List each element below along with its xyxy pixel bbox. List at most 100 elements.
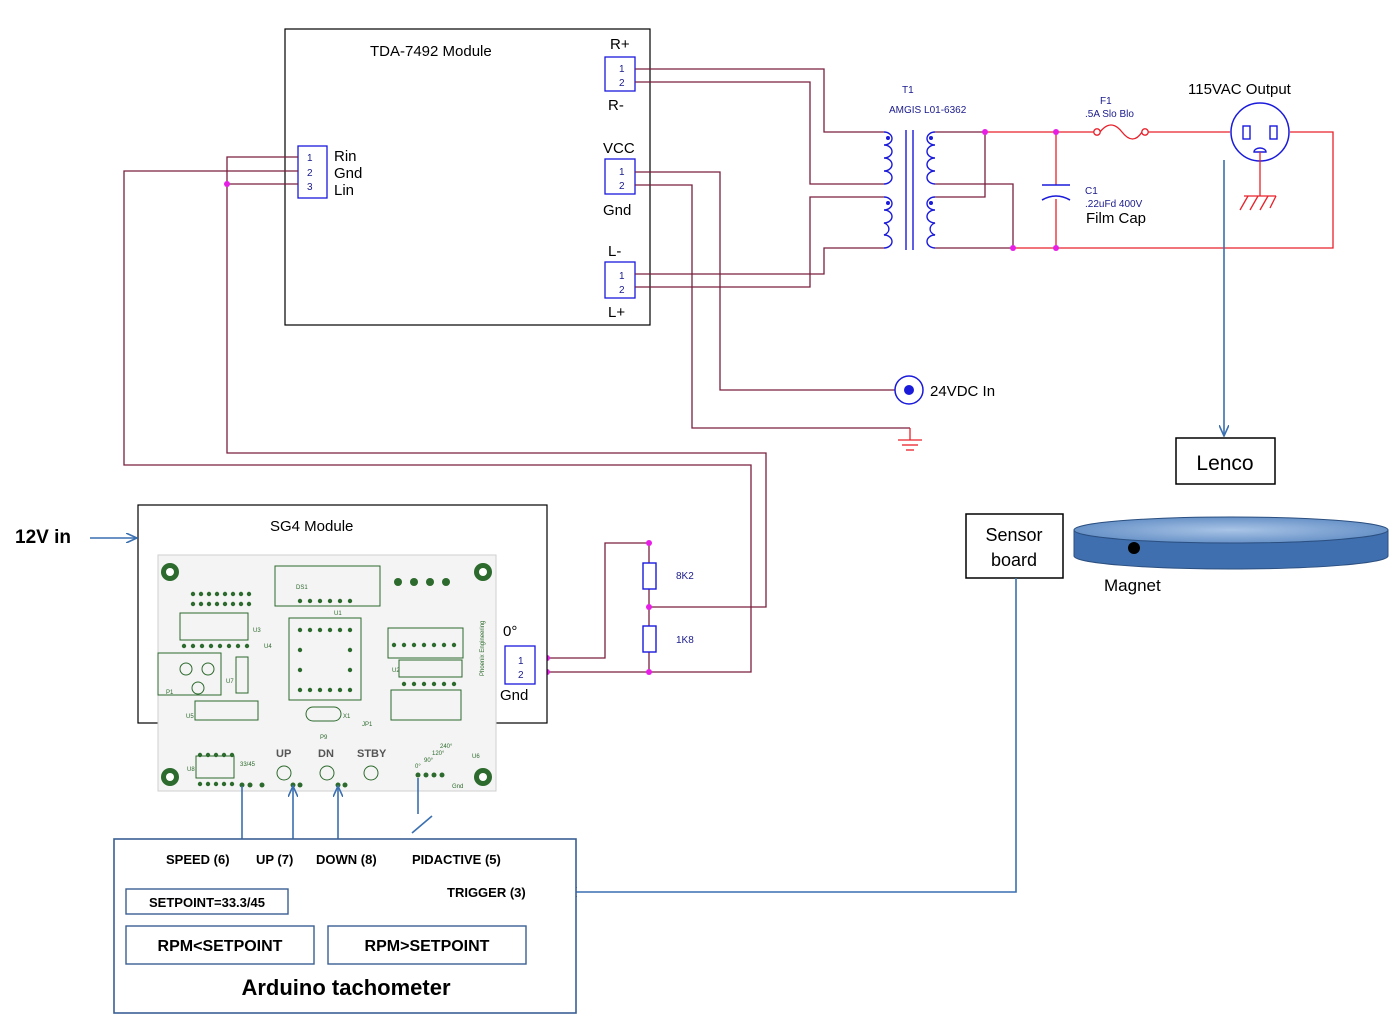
- label-rin: Rin: [334, 148, 357, 165]
- arduino-title: Arduino tachometer: [241, 975, 450, 1000]
- ground-icon: [1239, 152, 1277, 211]
- pin-1: 1: [619, 64, 625, 75]
- setpoint-label: SETPOINT=33.3/45: [149, 895, 265, 910]
- lenco-label: Lenco: [1196, 452, 1253, 475]
- dc-jack: 24VDC In: [894, 375, 995, 405]
- pcb-u1: U1: [334, 611, 342, 617]
- pcb-jp1: JP1: [362, 722, 373, 728]
- label-l-plus: L+: [608, 304, 625, 321]
- pin-1: 1: [619, 271, 625, 282]
- fuse-ref: F1: [1100, 96, 1112, 107]
- label-gnd-in: Gnd: [334, 165, 362, 182]
- transformer-coils: [883, 130, 936, 250]
- pcb-gnd: Gnd: [452, 784, 463, 790]
- pcb-dn-button-label: DN: [318, 748, 334, 760]
- pcb-u2: U2: [392, 668, 400, 674]
- pcb-pads: [181, 578, 457, 788]
- r-output-connector: 1 2: [604, 56, 636, 92]
- sg4-conn-label-top: 0°: [503, 623, 517, 640]
- pin-2: 2: [619, 181, 625, 192]
- transformer-part: AMGIS L01-6362: [889, 105, 967, 116]
- pcb-p1: P1: [166, 690, 174, 696]
- pcb-p9: P9: [320, 735, 328, 741]
- pcb-u6: U6: [472, 754, 480, 760]
- sensor-board-line1: Sensor: [985, 525, 1042, 545]
- transformer-ref: T1: [902, 85, 914, 96]
- resistor-8k2: 8K2: [642, 562, 694, 590]
- pin-1: 1: [619, 167, 625, 178]
- signal-trigger: TRIGGER (3): [447, 885, 526, 900]
- pcb-u4: U4: [264, 644, 272, 650]
- label-l-minus: L-: [608, 243, 621, 260]
- pin-2: 2: [307, 168, 313, 179]
- label-r-plus: R+: [610, 36, 630, 53]
- power-connector: 1 2: [604, 158, 636, 195]
- pcb-ds1: DS1: [296, 585, 308, 591]
- magnet-label: Magnet: [1104, 576, 1161, 595]
- pin-3: 3: [307, 182, 313, 193]
- transformer-t1: T1 AMGIS L01-6362: [883, 85, 967, 250]
- signal-pidactive: PIDACTIVE (5): [412, 852, 501, 867]
- sg4-output-connector: 1 2: [504, 645, 536, 685]
- pcb-u8: U8: [187, 767, 195, 773]
- supply-label: 12V in: [15, 527, 71, 548]
- pin-1: 1: [518, 656, 524, 667]
- rpm-low-label: RPM<SETPOINT: [158, 938, 283, 955]
- lenco-box: Lenco: [1175, 437, 1276, 485]
- fuse-f1: F1 .5A Slo Blo: [1085, 96, 1149, 140]
- pcb-x1: X1: [343, 714, 351, 720]
- dc-input-label: 24VDC In: [930, 383, 995, 400]
- signal-wires: [123, 68, 1014, 673]
- magnet-dot-icon: [1128, 542, 1140, 554]
- fuse-value: .5A Slo Blo: [1085, 109, 1134, 120]
- tda-module-title: TDA-7492 Module: [370, 43, 492, 60]
- turntable-platter: [1073, 516, 1389, 570]
- label-vcc: VCC: [603, 140, 635, 157]
- ground-symbol-icon: [898, 428, 922, 451]
- sg4-pcb-board: DS1 U1 U2 U3 U4 U5 U6 U7 U8 P1 P9 X1 JP1…: [157, 554, 497, 792]
- tda-module: TDA-7492 Module 1 2 3 Rin Gnd Lin R+ 1 2…: [284, 28, 651, 326]
- rpm-low-box: RPM<SETPOINT: [125, 925, 315, 965]
- rpm-high-box: RPM>SETPOINT: [327, 925, 527, 965]
- label-gnd-power: Gnd: [603, 202, 631, 219]
- signal-down: DOWN (8): [316, 852, 377, 867]
- capacitor-name: Film Cap: [1086, 210, 1146, 227]
- pcb-up-button-label: UP: [276, 748, 291, 760]
- resistor-8k2-label: 8K2: [676, 571, 694, 582]
- pin-2: 2: [518, 670, 524, 681]
- pcb-phase-240: 240°: [440, 744, 453, 750]
- arduino-tachometer: SPEED (6) UP (7) DOWN (8) PIDACTIVE (5) …: [113, 838, 577, 1014]
- capacitor-c1: C1 .22uFd 400V Film Cap: [1041, 184, 1146, 227]
- ac-outlet: 115VAC Output: [1188, 81, 1292, 211]
- sg4-module: SG4 Module 12V in 0° 1 2 Gnd 8K2 1K8: [15, 504, 694, 792]
- pcb-u3: U3: [253, 628, 261, 634]
- sensor-board-box: Sensor board: [965, 513, 1064, 579]
- pcb-u7: U7: [226, 679, 234, 685]
- output-label: 115VAC Output: [1188, 81, 1292, 98]
- sensor-board-line2: board: [991, 550, 1037, 570]
- resistor-1k8-label: 1K8: [676, 635, 694, 646]
- l-output-connector: 1 2: [604, 261, 636, 299]
- pcb-phase-90: 90°: [424, 758, 434, 764]
- capacitor-value: .22uFd 400V: [1085, 199, 1143, 210]
- arrow-sensor-to-trigger: [566, 578, 1017, 892]
- signal-up: UP (7): [256, 852, 293, 867]
- rpm-high-label: RPM>SETPOINT: [365, 938, 490, 955]
- tda-input-connector: 1 2 3: [297, 145, 328, 199]
- capacitor-ref: C1: [1085, 186, 1098, 197]
- setpoint-box: SETPOINT=33.3/45: [125, 888, 289, 915]
- pcb-speed: 33/45: [240, 762, 256, 768]
- pcb-phase-120: 120°: [432, 751, 445, 757]
- signal-speed: SPEED (6): [166, 852, 230, 867]
- pin-1: 1: [307, 153, 313, 164]
- pcb-u5: U5: [186, 714, 194, 720]
- label-lin: Lin: [334, 182, 354, 199]
- ac-wires: [985, 131, 1334, 249]
- label-r-minus: R-: [608, 97, 624, 114]
- pin-2: 2: [619, 78, 625, 89]
- resistor-1k8: 1K8: [642, 625, 694, 653]
- pin-2: 2: [619, 285, 625, 296]
- pcb-phase-0: 0°: [415, 764, 421, 770]
- sg4-title: SG4 Module: [270, 518, 353, 535]
